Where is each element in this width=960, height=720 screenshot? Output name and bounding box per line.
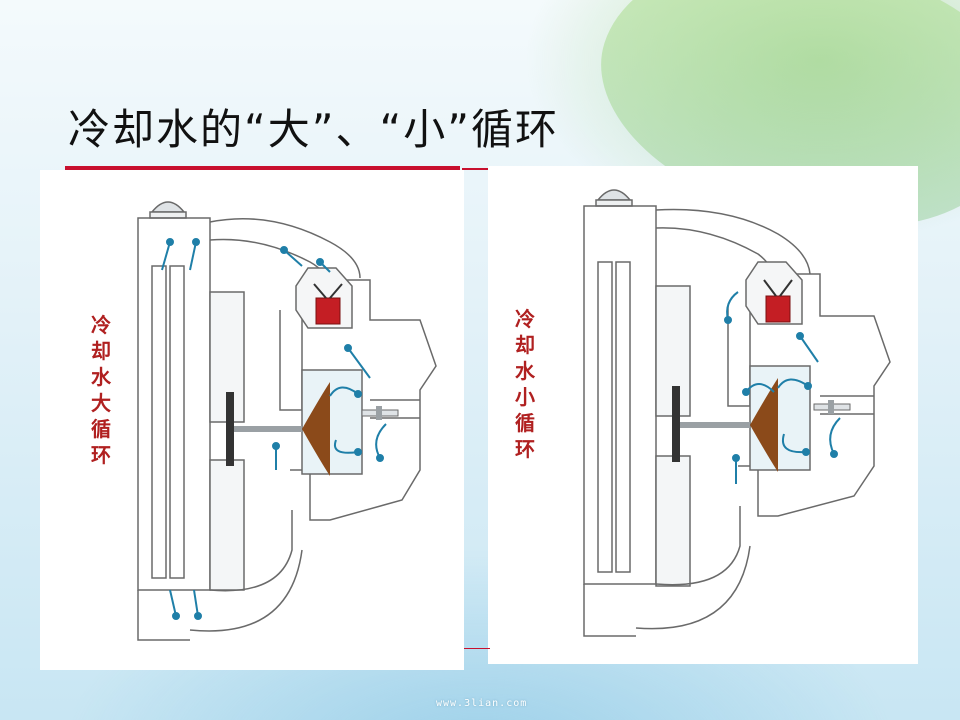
label-char: 冷 [91, 313, 111, 337]
fan-blade-lower [209, 459, 245, 591]
label-char: 循 [91, 417, 111, 441]
slide-title: 冷却水的“大”、“小”循环 [68, 105, 560, 154]
upper-hose [655, 208, 811, 275]
thermostat-valve [765, 295, 791, 323]
label-char: 小 [515, 385, 535, 409]
radiator-cap-icon [150, 201, 186, 213]
flow-arrows [724, 291, 841, 484]
thermostat-valve [315, 297, 341, 325]
watermark-text: www.3lian.com [436, 698, 528, 709]
label-char: 却 [91, 339, 111, 363]
water-pump-impeller [750, 378, 778, 472]
large-circulation-schematic [137, 201, 437, 641]
upper-hose [209, 218, 361, 279]
radiator [137, 217, 211, 591]
label-char: 却 [515, 333, 535, 357]
engine-block [738, 273, 891, 517]
title-underline [65, 166, 460, 170]
fan-pulley [226, 392, 234, 466]
label-char: 水 [515, 359, 535, 383]
engine-block [290, 279, 437, 521]
label-char: 大 [91, 391, 111, 415]
label-char: 环 [91, 443, 111, 467]
small-circulation-diagram: 冷 却 水 小 循 环 [488, 166, 918, 664]
bottom-rule [464, 648, 490, 649]
radiator-cap-icon [596, 189, 632, 201]
title-underline-thin [462, 168, 492, 170]
fan-blade-lower [655, 455, 691, 587]
label-char: 循 [515, 411, 535, 435]
fan-pulley [672, 386, 680, 462]
large-circulation-label: 冷 却 水 大 循 环 [88, 312, 114, 468]
water-pump-impeller [302, 382, 330, 476]
label-char: 环 [515, 437, 535, 461]
small-circulation-label: 冷 却 水 小 循 环 [512, 306, 538, 462]
label-char: 水 [91, 365, 111, 389]
label-char: 冷 [515, 307, 535, 331]
small-circulation-schematic [583, 189, 891, 637]
flow-arrows [161, 238, 387, 620]
large-circulation-diagram: 冷 却 水 大 循 环 [40, 170, 464, 670]
